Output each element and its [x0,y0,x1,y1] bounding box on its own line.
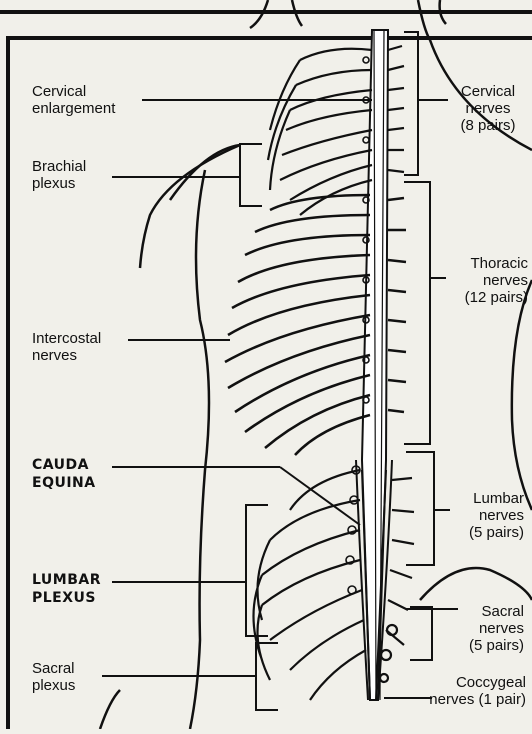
label-coccygeal-nerves: Coccygeal nerves (1 pair) [396,674,526,708]
bracket-thoracic-nerves [404,182,430,444]
label-thoracic-nerves: Thoracic nerves (12 pairs) [434,255,528,306]
bracket-sacral-nerves [410,607,432,660]
left-leaders [102,100,372,710]
label-lumbar-nerves: Lumbar nerves (5 pairs) [440,490,524,541]
label-brachial-plexus: Brachial plexus [32,158,86,192]
bracket-lumbar-plexus [246,505,268,636]
label-cervical-nerves: Cervical nerves (8 pairs) [448,83,528,134]
label-sacral-nerves: Sacral nerves (5 pairs) [440,603,524,654]
label-cervical-enlargement: Cervical enlargement [32,83,115,117]
bracket-cervical-nerves [404,32,418,175]
label-cauda-equina: CAUDA EQUINA [32,456,96,492]
spinal-column [356,30,392,700]
bracket-brachial-plexus [240,144,262,206]
label-lumbar-plexus: LUMBAR PLEXUS [32,571,101,607]
label-intercostal-nerves: Intercostal nerves [32,330,101,364]
label-sacral-plexus: Sacral plexus [32,660,75,694]
bracket-lumbar-nerves [406,452,434,565]
